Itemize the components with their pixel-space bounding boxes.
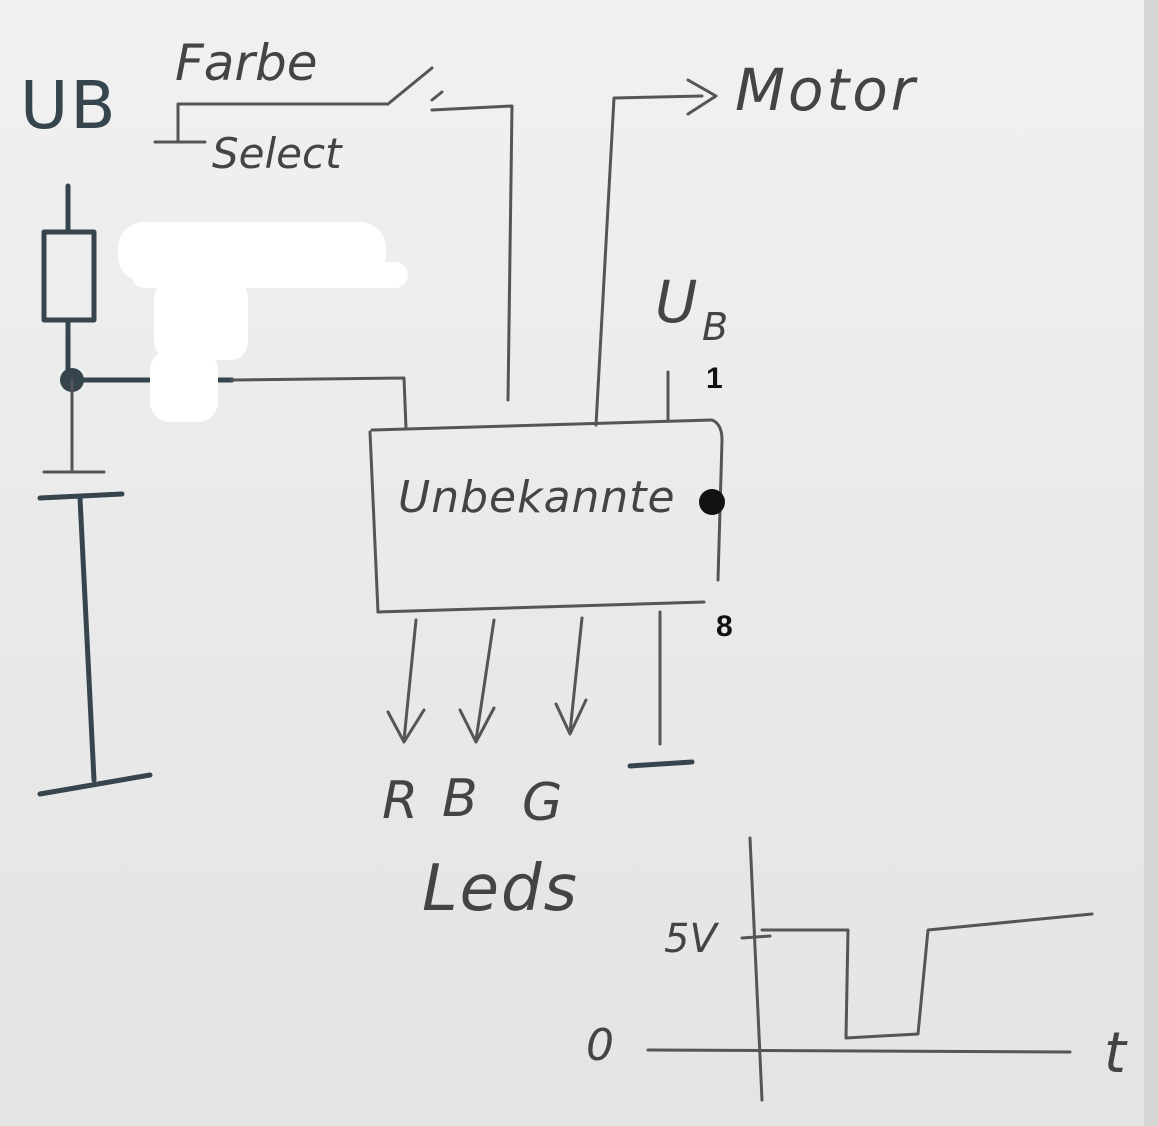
ground-pin-bar	[627, 759, 695, 769]
label-led-b: B	[442, 769, 478, 829]
label-ub-chip-subscript: B	[702, 305, 728, 349]
battery-down-wire	[77, 495, 97, 783]
label-ub-chip: U	[655, 268, 697, 336]
graph-y-axis	[748, 836, 764, 1102]
graph-x-axis	[646, 1048, 1072, 1054]
ground-bar	[37, 772, 153, 797]
paper-edge	[1144, 0, 1158, 1126]
motor-arrow-head	[686, 78, 718, 116]
graph-5v-tick	[740, 934, 772, 940]
chip-pin1-marker-dot	[699, 489, 725, 515]
motor-wire	[594, 94, 704, 427]
graph-label-0: 0	[586, 1020, 614, 1071]
switch-leg	[176, 102, 390, 144]
label-led-r: R	[382, 771, 418, 831]
graph-label-t: t	[1104, 1021, 1128, 1086]
chip-box	[368, 418, 724, 614]
led-r-wire	[402, 618, 418, 742]
led-g-wire	[568, 616, 584, 734]
led-b-wire	[474, 618, 496, 742]
graph-signal-trace	[760, 912, 1094, 1040]
label-select: Select	[212, 129, 343, 178]
switch-blade	[386, 66, 434, 106]
led-r-arrow	[386, 708, 426, 744]
led-g-arrow	[554, 698, 588, 736]
label-farbe: Farbe	[175, 34, 317, 92]
switch-contact	[430, 90, 514, 402]
input-wire-to-chip	[230, 376, 408, 430]
pin-1-label: 1	[706, 362, 723, 395]
label-ub-left: UB	[20, 67, 118, 144]
label-motor: Motor	[735, 56, 918, 124]
led-b-arrow	[458, 706, 496, 744]
graph-label-5v: 5V	[664, 916, 719, 962]
redaction-blob	[118, 222, 408, 422]
label-led-g: G	[522, 773, 562, 833]
pin-8-label: 8	[716, 610, 733, 643]
label-leds: Leds	[422, 852, 579, 926]
resistor-icon	[41, 229, 97, 323]
chip-label: Unbekannte	[398, 472, 676, 523]
